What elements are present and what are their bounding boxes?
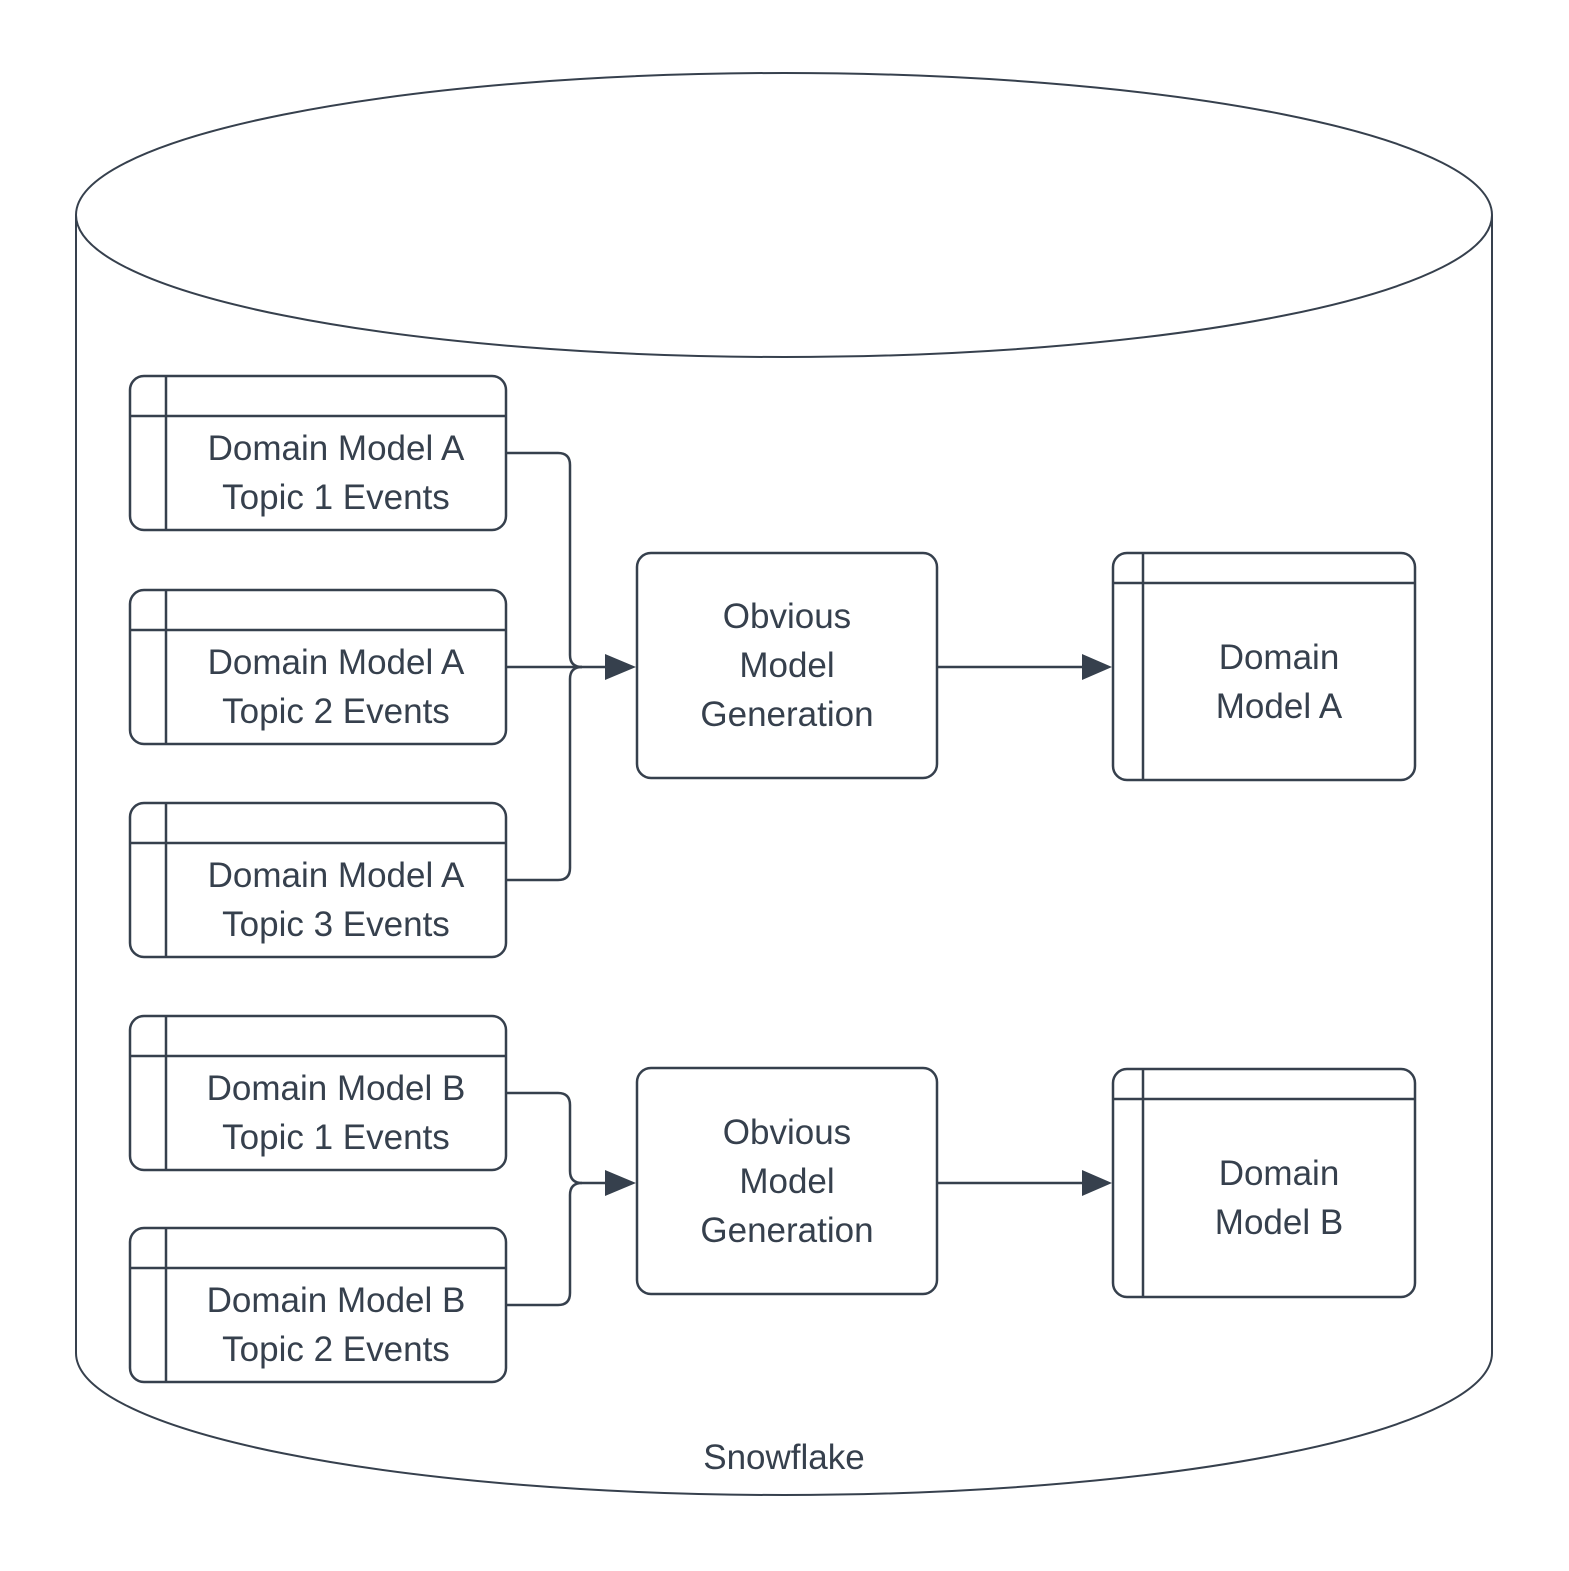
connector-a-topic-1	[506, 451, 583, 669]
table-node-a-topic-3	[128, 801, 508, 959]
label-b-topic-1-events: Domain Model B Topic 1 Events	[206, 1069, 466, 1157]
table-node-b-topic-1	[128, 1014, 508, 1172]
arrowhead-into-process-a	[605, 654, 636, 680]
label-model-generation-b: Obvious Model Generation	[700, 1112, 874, 1250]
cylinder-top-ellipse	[75, 72, 1493, 358]
label-domain-model-b: Domain Model B	[1214, 1154, 1344, 1242]
snowflake-database-cylinder	[75, 72, 1493, 1496]
arrowhead-into-domain-model-b	[1082, 1170, 1112, 1196]
connector-b-topic-1	[506, 1091, 583, 1185]
connector-a-merge	[506, 451, 636, 882]
connector-a-topic-3	[506, 665, 583, 882]
arrowhead-into-domain-model-a	[1082, 654, 1112, 680]
table-node-a-topic-2	[128, 588, 508, 746]
arrow-process-b-to-output	[937, 1170, 1112, 1196]
arrowhead-into-process-b	[605, 1170, 636, 1196]
connector-b-topic-2	[506, 1181, 583, 1307]
arrow-process-a-to-output	[937, 654, 1112, 680]
label-model-generation-a: Obvious Model Generation	[700, 597, 874, 734]
label-b-topic-2-events: Domain Model B Topic 2 Events	[206, 1281, 466, 1369]
label-a-topic-3-events: Domain Model A Topic 3 Events	[207, 856, 465, 944]
label-domain-model-a: Domain Model A	[1215, 637, 1343, 726]
process-node-model-generation-b	[635, 1066, 939, 1296]
label-snowflake: Snowflake	[703, 1437, 865, 1477]
table-node-domain-model-a	[1111, 551, 1417, 782]
connector-b-merge	[506, 1091, 636, 1307]
process-node-model-generation-a	[635, 551, 939, 780]
label-a-topic-2-events: Domain Model A Topic 2 Events	[207, 643, 465, 731]
table-node-domain-model-b	[1111, 1067, 1417, 1299]
label-a-topic-1-events: Domain Model A Topic 1 Events	[207, 429, 465, 517]
cylinder-body	[75, 215, 1493, 1496]
